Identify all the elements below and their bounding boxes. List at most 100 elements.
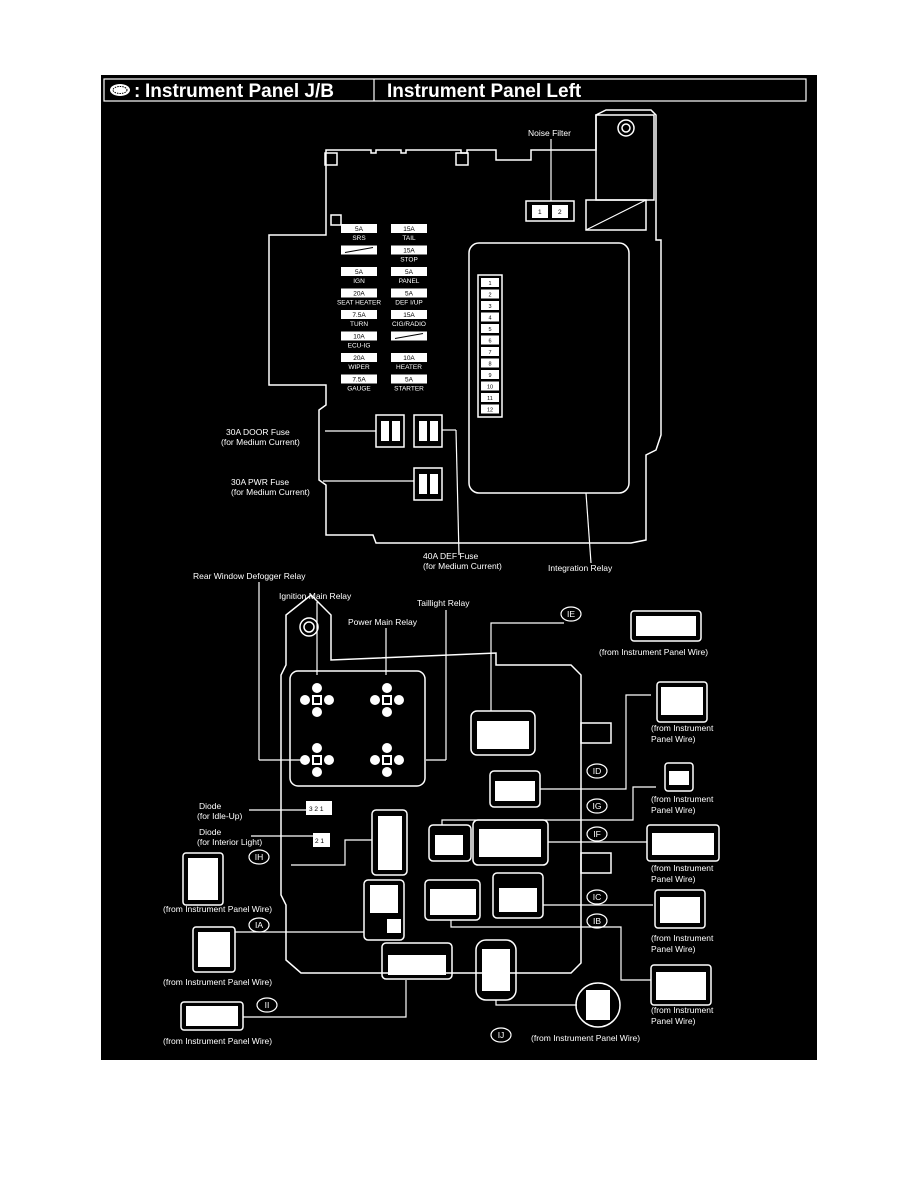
pwr-fuse-sub: (for Medium Current) <box>231 487 310 497</box>
fuse-name-label: SRS <box>352 235 366 242</box>
connector-code-label: IJ <box>498 1030 505 1040</box>
relay-socket-2 <box>370 683 404 717</box>
connector-code-label: IA <box>255 920 263 930</box>
relay-pin-box <box>481 381 499 391</box>
connector-code-label: IB <box>593 916 601 926</box>
fuse-amp-label: 5A <box>405 269 414 276</box>
fuse-stop: 15A STOP <box>391 245 427 264</box>
connector-code-if: IF <box>586 826 608 842</box>
fuse-amp-label: 5A <box>355 269 364 276</box>
fuse-amp-label: 15A <box>403 312 415 319</box>
id-source-label-2: Panel Wire) <box>651 734 696 744</box>
connector-code-label: IE <box>567 609 575 619</box>
fuse-amp-label: 15A <box>403 248 415 255</box>
door-fuse-label: 30A DOOR Fuse <box>226 427 290 437</box>
connector-code-label: IC <box>593 892 602 902</box>
fuse-amp-label: 5A <box>405 377 414 384</box>
relay-pin-label: 12 <box>487 408 493 414</box>
fuse-amp-label: 20A <box>353 291 365 298</box>
fuse-cig-radio: 15A CIG/RADIO <box>391 310 427 328</box>
fuse-amp-label: 7.5A <box>352 312 366 319</box>
connector-code-ij: IJ <box>490 1027 512 1043</box>
connector-code-ic: IC <box>586 889 608 905</box>
relay-pin-box <box>481 347 499 356</box>
svg-text:3 2 1: 3 2 1 <box>309 806 324 813</box>
fuse-heater: 10A HEATER <box>391 353 427 371</box>
fuse-amp-label: 5A <box>405 291 414 298</box>
fuse-name-label: ECU-IG <box>348 343 371 350</box>
rear-window-relay-label: Rear Window Defogger Relay <box>193 571 306 581</box>
relay-pin-label: 11 <box>487 396 493 402</box>
diagram-frame: : Instrument Panel J/B Instrument Panel … <box>101 75 817 1060</box>
ie-source-label: (from Instrument Panel Wire) <box>599 647 708 657</box>
fuse-name-label: TAIL <box>402 235 416 242</box>
header-title-right: Instrument Panel Left <box>387 81 582 102</box>
relay-pin-box <box>481 404 499 414</box>
relay-pin-label: 10 <box>487 385 493 391</box>
fuse-gauge: 7.5A GAUGE <box>341 374 377 393</box>
fuse-amp-label: 10A <box>403 355 415 362</box>
fuse-name-label: STOP <box>400 257 418 264</box>
relay-pin-label: 5 <box>488 327 491 333</box>
junction-block-diagram: : Instrument Panel J/B Instrument Panel … <box>103 78 807 1046</box>
fuse-name-label: HEATER <box>396 364 422 371</box>
fuse-name-label: GAUGE <box>347 386 371 393</box>
relay-pin-label: 3 <box>488 304 491 310</box>
if-source-label-2: Panel Wire) <box>651 874 696 884</box>
fuse-name-label: PANEL <box>399 278 420 285</box>
fuse-amp-label: 7.5A <box>352 377 366 384</box>
connector-code-ie: IE <box>560 606 582 622</box>
relay-pin-box <box>481 358 499 368</box>
ii-source-label: (from Instrument Panel Wire) <box>163 1036 272 1046</box>
ig-source-label-2: Panel Wire) <box>651 805 696 815</box>
diode-interior-label: Diode <box>199 827 221 837</box>
ig-source-label-1: (from Instrument <box>651 794 714 804</box>
connector-code-label: II <box>265 1000 270 1010</box>
if-source-label-1: (from Instrument <box>651 863 714 873</box>
door-fuse-sub: (for Medium Current) <box>221 437 300 447</box>
connector-code-ib: IB <box>586 913 608 929</box>
connector-code-ih: IH <box>248 849 270 865</box>
def-fuse-label: 40A DEF Fuse <box>423 551 479 561</box>
relay-socket-1 <box>300 683 334 717</box>
noise-pin-1: 1 <box>538 209 542 216</box>
noise-pin-2: 2 <box>558 209 562 216</box>
power-main-relay-label: Power Main Relay <box>348 617 418 627</box>
relay-pin-box <box>481 335 499 345</box>
noise-filter-label: Noise Filter <box>528 128 571 138</box>
relay-pin-box <box>481 312 499 322</box>
id-source-label-1: (from Instrument <box>651 723 714 733</box>
connector-code-ii: II <box>256 997 278 1013</box>
connector-code-ig: IG <box>586 798 608 814</box>
header-colon: : <box>134 81 140 102</box>
relay-socket-4 <box>370 743 404 777</box>
diode-interior-sub: (for Interior Light) <box>197 837 262 847</box>
relay-pin-box <box>481 324 499 333</box>
header-title-left: Instrument Panel J/B <box>145 81 334 102</box>
pwr-fuse-label: 30A PWR Fuse <box>231 477 289 487</box>
ib-source-label-1: (from Instrument <box>651 1005 714 1015</box>
relay-pin-label: 9 <box>488 373 491 379</box>
relay-pin-label: 8 <box>488 362 491 368</box>
fuse-name-label: CIG/RADIO <box>392 321 426 328</box>
relay-pin-box <box>481 278 499 287</box>
relay-pin-box <box>481 301 499 310</box>
ignition-main-relay-label: Ignition Main Relay <box>279 591 352 601</box>
connector-code-ia: IA <box>248 917 270 933</box>
fuse-name-label: WIPER <box>348 364 370 371</box>
ij-source-label: (from Instrument Panel Wire) <box>531 1033 640 1043</box>
upper-junction-block: Noise Filter 1 2 5ASRS15ATAIL15ASTOP5AIG… <box>221 109 662 573</box>
relay-pin-box <box>481 289 499 299</box>
fuse-spare-2 <box>341 245 377 255</box>
relay-pin-label: 1 <box>488 281 491 287</box>
ib-source-label-2: Panel Wire) <box>651 1016 696 1026</box>
ia-source-label: (from Instrument Panel Wire) <box>163 977 272 987</box>
